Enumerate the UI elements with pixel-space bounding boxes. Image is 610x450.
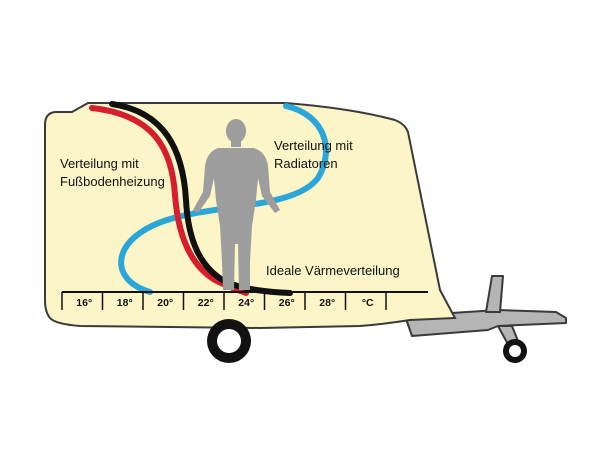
temperature-scale: 16° 18° 20° 22° 24° 26° 28° °C (61, 291, 428, 310)
person-silhouette-icon (193, 119, 280, 290)
scale-tick-label: 24° (238, 297, 254, 309)
label-floor-heating-line1: Verteilung mit (60, 156, 139, 171)
label-ideal: Ideale Värmeverteilung (266, 263, 400, 278)
scale-tick-label: 20° (157, 297, 173, 309)
coupling-post (485, 275, 504, 313)
scale-tick-label: °C (362, 297, 374, 309)
scale-tick-label: 22° (198, 297, 214, 309)
ideal-curve (109, 101, 293, 296)
jockey-wheel-icon (503, 339, 527, 363)
scale-tick-label: 26° (279, 297, 295, 309)
scale-tick-label: 28° (319, 297, 335, 309)
label-radiator-line2: Radiatoren (274, 156, 338, 171)
scale-tick-label: 16° (76, 297, 92, 309)
label-floor-heating-line2: Fußbodenheizung (60, 174, 165, 189)
label-radiator-line1: Verteilung mit (274, 138, 353, 153)
scale-tick-label: 18° (117, 297, 133, 309)
wheel-icon (207, 319, 251, 363)
